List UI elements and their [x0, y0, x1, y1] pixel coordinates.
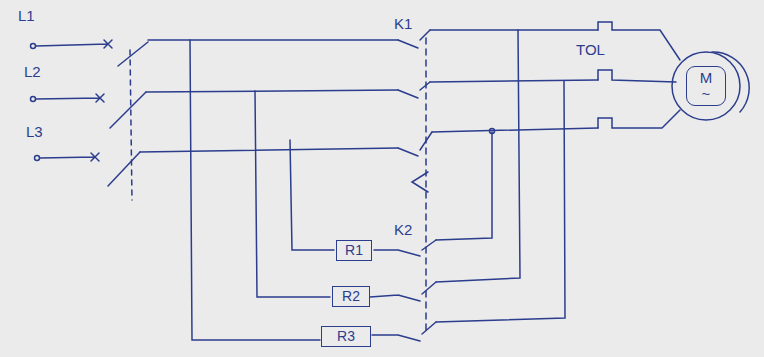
node-text: R2	[342, 289, 360, 304]
node-text: R3	[337, 329, 355, 344]
resistor-box: R2	[332, 286, 370, 307]
device-label: K2	[394, 222, 412, 237]
phase-label: L3	[26, 124, 43, 139]
phase-label: L2	[24, 64, 41, 79]
resistor-box: R3	[321, 326, 371, 347]
device-label: K1	[394, 16, 412, 31]
phase-label: L1	[18, 8, 35, 23]
device-label: TOL	[576, 42, 605, 57]
motor-symbol: M ~	[686, 66, 726, 106]
node-text: R1	[345, 243, 363, 258]
resistor-box: R1	[336, 240, 372, 261]
node-text: M ~	[699, 70, 714, 102]
